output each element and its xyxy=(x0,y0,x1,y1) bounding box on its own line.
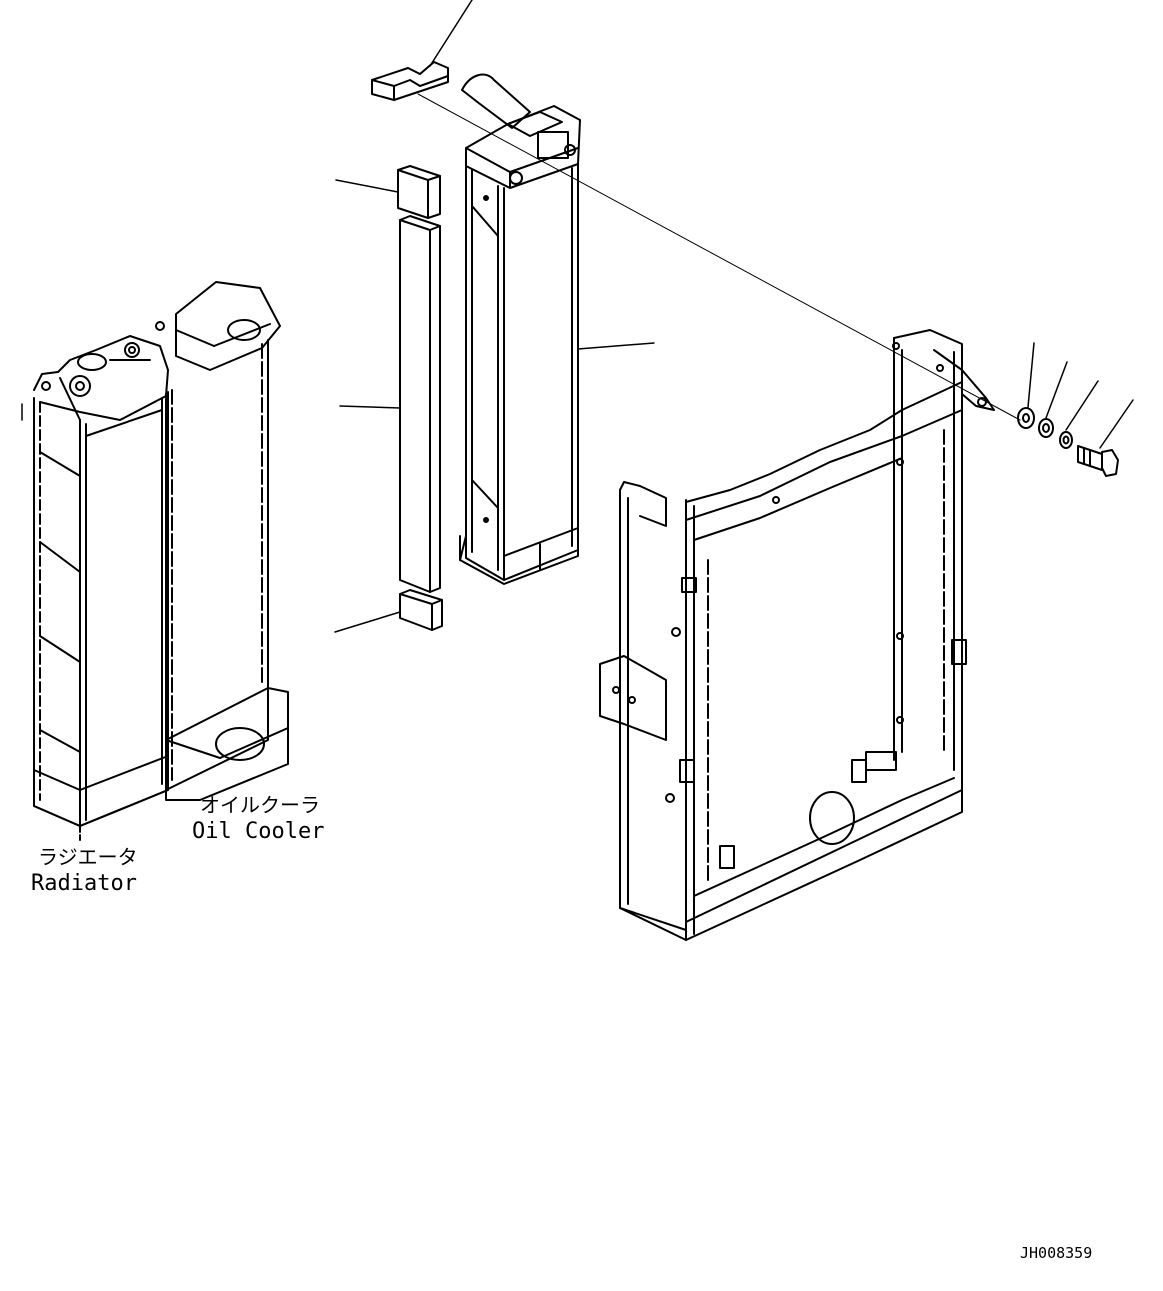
leader-line-washer-2 xyxy=(1065,380,1099,431)
radiator-label-en: Radiator xyxy=(31,871,137,896)
nut xyxy=(1017,407,1035,429)
frame xyxy=(599,329,995,941)
radiator xyxy=(21,321,169,841)
leader-line-lower-seal xyxy=(334,611,401,633)
diagram-labels: オイルクーラ Oil Cooler ラジエータ Radiator JH00835… xyxy=(31,793,1092,1262)
washer-1 xyxy=(1038,418,1054,438)
leader-line-upper-seal xyxy=(335,179,399,193)
upper-seal xyxy=(397,165,441,219)
leader-line-long-seal xyxy=(339,405,401,409)
leader-line-washer-1 xyxy=(1045,361,1068,419)
leader-lines xyxy=(334,0,1134,633)
radiator-label-jp: ラジエータ xyxy=(38,845,138,869)
oil-cooler-hose xyxy=(461,73,531,129)
leader-line-top-block xyxy=(429,0,473,67)
bolt xyxy=(1077,445,1119,477)
leader-line-bolt xyxy=(1099,399,1134,449)
oil-cooler-exploded xyxy=(459,73,581,585)
long-seal xyxy=(399,215,441,593)
oil-cooler-label-jp: オイルクーラ xyxy=(200,793,320,817)
washer-2 xyxy=(1059,431,1073,449)
drawing-number: JH008359 xyxy=(1020,1244,1092,1262)
lower-seal xyxy=(399,589,443,631)
fasteners xyxy=(1017,407,1119,477)
top-block xyxy=(371,61,449,101)
leader-line-nut xyxy=(1027,342,1035,408)
assembly-line xyxy=(417,93,1021,421)
leader-line-oil-cooler xyxy=(577,342,655,350)
oil-cooler-installed xyxy=(165,281,289,801)
oil-cooler-label-en: Oil Cooler xyxy=(192,819,324,844)
